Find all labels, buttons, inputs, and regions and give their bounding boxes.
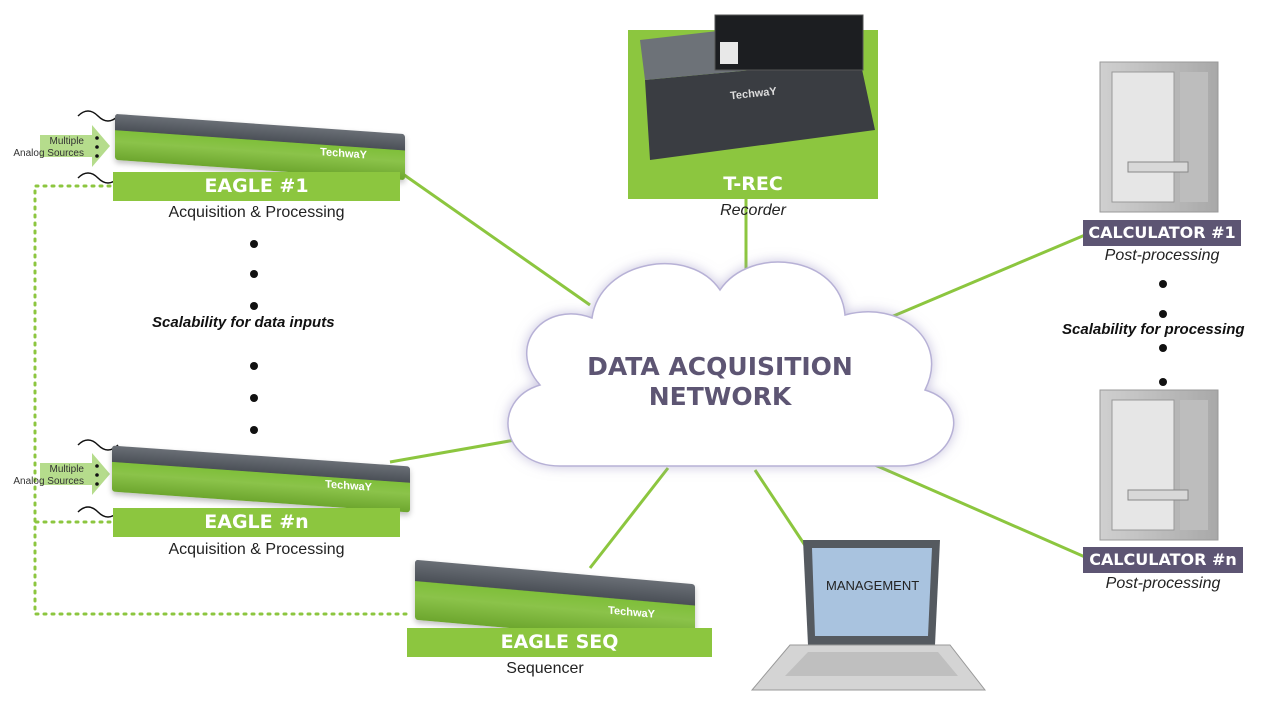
calc1-role: Post-processing [1104,247,1220,264]
cloud-shape [507,261,955,467]
eagleseq-role: Sequencer [506,660,584,677]
ellipsis-dot [250,270,258,278]
calcn-label: CALCULATOR #n [1083,547,1243,573]
cloud-title-line2: NETWORK [648,382,792,411]
cloud-title-line1: DATA ACQUISITION [587,352,853,381]
calculatorn-rack [1099,389,1219,541]
calc1-label: CALCULATOR #1 [1083,220,1241,246]
link-calc1 [871,233,1086,327]
ellipsis-dot [1159,378,1167,386]
trec-role: Recorder [720,202,786,219]
eaglen-source-label: Multiple Analog Sources [0,464,84,488]
eagleseq-label: EAGLE SEQ [407,628,712,657]
scalability-inputs-text: Scalability for data inputs [152,314,335,331]
eaglen-label: EAGLE #n [113,508,400,537]
calculator1-rack [1099,61,1219,213]
eaglen-brand: TechwaY [325,478,372,494]
ellipsis-dot [250,362,258,370]
source-arrows [40,125,110,495]
trec-server [628,14,878,170]
trec-label: T-REC [628,170,878,199]
eagle1-label: EAGLE #1 [113,172,400,201]
ellipsis-dot [1159,280,1167,288]
eaglen-source-line2: Analog Sources [13,476,84,487]
ellipsis-dot [250,240,258,248]
source-dots [95,136,99,486]
calcn-role: Post-processing [1105,575,1221,592]
eagleseq-name: EAGLE SEQ [500,631,619,653]
eagle1-source-line2: Analog Sources [13,148,84,159]
link-eaglen [389,438,516,464]
ellipsis-dot [250,426,258,434]
network-links [389,170,1086,569]
eagle1-role: Acquisition & Processing [168,204,345,221]
cloud-title: DATA ACQUISITION NETWORK [560,352,880,412]
ellipsis-dot [250,394,258,402]
ellipsis-dot [250,302,258,310]
laptop [750,540,987,691]
link-eagleseq [588,467,670,569]
ellipsis-dot [1159,310,1167,318]
eaglen-source-line1: Multiple [49,464,84,475]
scalability-processing-text: Scalability for processing [1062,321,1245,338]
eagleseq-brand: TechwaY [608,604,655,621]
sync-lines [33,184,414,616]
eaglen-role: Acquisition & Processing [168,541,345,558]
eagle1-source-label: Multiple Analog Sources [0,136,84,160]
laptop-screen-text: MANAGEMENT [826,578,920,593]
sync-line-main [33,184,414,616]
link-calcn [874,463,1086,559]
eagle1-source-line1: Multiple [49,136,84,147]
ellipsis-dot [1159,344,1167,352]
link-eagle1 [399,170,591,307]
eagle1-brand: TechwaY [320,146,367,162]
